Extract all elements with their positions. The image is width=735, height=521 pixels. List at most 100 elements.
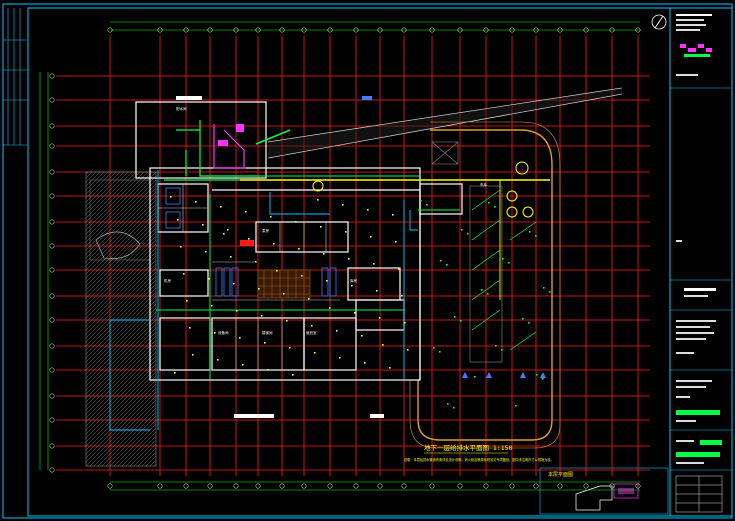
- sprinkler-head: [308, 298, 310, 300]
- sprinkler-head: [289, 347, 291, 349]
- sprinkler-head: [217, 359, 219, 361]
- sprinkler-head: [329, 307, 331, 309]
- sprinkler-head: [174, 372, 176, 374]
- axis-bubble: [49, 317, 55, 323]
- sprinkler-head: [286, 320, 288, 322]
- sprinkler-head: [454, 316, 456, 318]
- axis-bubble: [49, 97, 55, 103]
- axis-bubble: [377, 27, 383, 33]
- axis-bubble: [327, 483, 333, 489]
- sprinkler-head: [223, 233, 225, 235]
- sprinkler-head: [273, 243, 275, 245]
- sprinkler-head: [317, 199, 319, 201]
- sprinkler-head: [395, 241, 397, 243]
- sprinkler-head: [487, 293, 489, 295]
- sprinkler-head: [508, 262, 510, 264]
- sprinkler-head: [295, 221, 297, 223]
- north-arrow-icon: [651, 14, 667, 30]
- sprinkler-head: [320, 226, 322, 228]
- sprinkler-head: [211, 305, 213, 307]
- sprinkler-head: [186, 300, 188, 302]
- axis-bubble: [635, 27, 641, 33]
- sprinkler-head: [447, 403, 449, 405]
- sprinkler-head: [311, 325, 313, 327]
- sprinkler-head: [401, 295, 403, 297]
- sprinkler-head: [170, 196, 172, 198]
- sprinkler-head: [195, 201, 197, 203]
- axis-bubble: [301, 483, 307, 489]
- axis-bubble: [49, 123, 55, 129]
- axis-bubble: [583, 27, 589, 33]
- sprinkler-head: [276, 270, 278, 272]
- axis-bubble: [509, 483, 515, 489]
- sprinkler-head: [367, 209, 369, 211]
- axis-bubble: [207, 483, 213, 489]
- ramp-hatch: [469, 185, 537, 363]
- axis-bubble: [207, 27, 213, 33]
- hatched-wall-area: [85, 171, 157, 467]
- axis-bubble: [49, 443, 55, 449]
- sprinkler-head: [549, 291, 551, 293]
- axis-bubble: [533, 483, 539, 489]
- axis-bubble: [301, 27, 307, 33]
- sprinkler-head: [270, 216, 272, 218]
- axis-bubble: [457, 27, 463, 33]
- sprinkler-head: [292, 374, 294, 376]
- axis-bubble: [353, 483, 359, 489]
- sprinkler-head: [351, 285, 353, 287]
- sprinkler-head: [404, 322, 406, 324]
- sprinkler-head: [258, 288, 260, 290]
- flow-arrows: [462, 372, 546, 378]
- axis-bubble: [49, 169, 55, 175]
- angled-boundary: [267, 87, 623, 159]
- axis-bubble: [49, 193, 55, 199]
- sprinkler-head: [183, 273, 185, 275]
- sprinkler-head: [239, 337, 241, 339]
- title-block: [651, 8, 732, 516]
- sprinkler-head: [460, 320, 462, 322]
- axis-bubble: [107, 27, 113, 33]
- room-label-5: 值班室: [306, 330, 317, 335]
- sprinkler-head: [314, 352, 316, 354]
- sprinkler-head: [379, 317, 381, 319]
- axis-bubble: [429, 27, 435, 33]
- sprinkler-head: [192, 354, 194, 356]
- axis-bubble: [457, 483, 463, 489]
- water-pipe-runs: [156, 175, 550, 380]
- sprinkler-head: [502, 258, 504, 260]
- sprinkler-head: [326, 280, 328, 282]
- sprinkler-heads: [170, 196, 551, 409]
- sprinkler-head: [389, 367, 391, 369]
- sprinkler-head: [440, 260, 442, 262]
- sprinkler-head: [261, 315, 263, 317]
- sprinkler-head: [433, 347, 435, 349]
- sprinkler-head: [376, 290, 378, 292]
- sprinkler-head: [345, 231, 347, 233]
- sprinkler-head: [220, 206, 222, 208]
- sprinkler-head: [536, 374, 538, 376]
- axis-bubble: [49, 243, 55, 249]
- axis-bubble: [183, 483, 189, 489]
- axis-bubble: [233, 27, 239, 33]
- parking-ramp: [409, 121, 561, 449]
- sprinkler-head: [529, 231, 531, 233]
- drawing-title-block: 地下一层给排水平面图 1:150 说明：本层给排水管道布置详见设计说明，消火栓及…: [404, 443, 554, 462]
- axis-bubble: [49, 73, 55, 79]
- axis-bubble: [557, 27, 563, 33]
- axis-bubble: [49, 393, 55, 399]
- sprinkler-head: [364, 362, 366, 364]
- sprinkler-head: [474, 376, 476, 378]
- sprinkler-head: [467, 233, 469, 235]
- axis-bubble: [635, 483, 641, 489]
- sprinkler-head: [264, 342, 266, 344]
- key-plan-label: 本层平面图: [548, 471, 573, 478]
- axis-bubble: [401, 483, 407, 489]
- sprinkler-head: [298, 248, 300, 250]
- room-label-7: 车库: [480, 182, 488, 187]
- axis-bubble: [107, 483, 113, 489]
- sprinkler-head: [481, 289, 483, 291]
- drawing-frame: [2, 3, 733, 519]
- sprinkler-head: [515, 405, 517, 407]
- axis-bubble: [49, 219, 55, 225]
- axis-bubble: [609, 27, 615, 33]
